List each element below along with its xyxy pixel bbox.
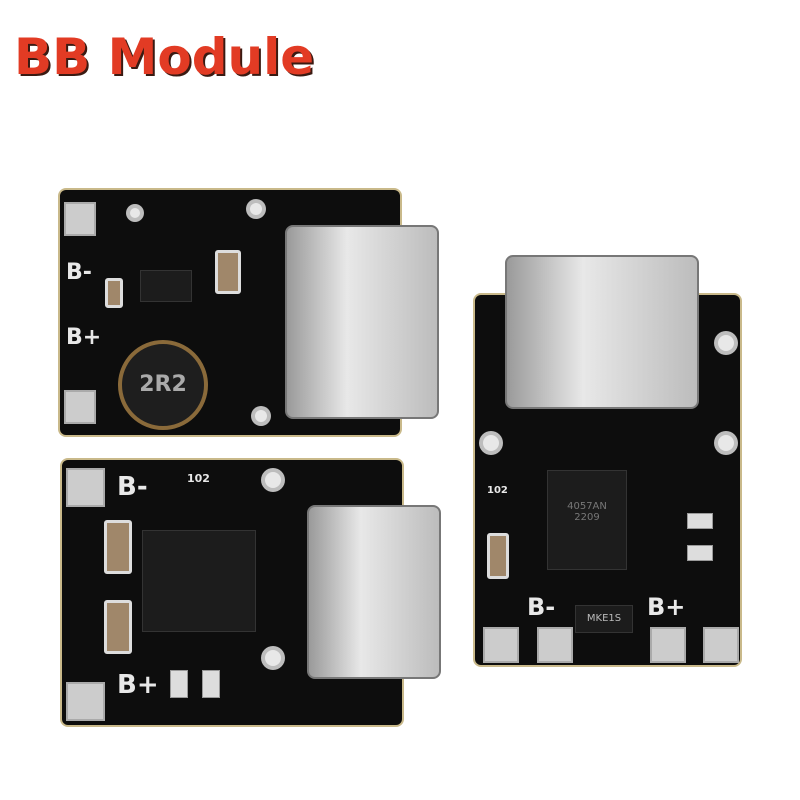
led — [202, 670, 220, 698]
charger-ic: 4057AN 2209 — [547, 470, 627, 570]
hole — [718, 335, 734, 351]
capacitor — [487, 533, 509, 579]
hole — [718, 435, 734, 451]
label-b-minus: B- — [117, 472, 148, 502]
solder-pad — [64, 202, 96, 236]
label-b-plus: B+ — [117, 670, 159, 700]
capacitor — [104, 600, 132, 654]
hole — [250, 203, 262, 215]
chip-date: 2209 — [574, 512, 600, 523]
hole — [265, 472, 281, 488]
micro-usb-connector — [307, 505, 441, 679]
boost-module-board: B- B+ 2R2 — [60, 190, 439, 435]
label-b-minus: B- — [66, 260, 92, 285]
solder-pad — [483, 627, 519, 663]
label-b-plus: B+ — [66, 325, 102, 350]
usb-c-connector — [505, 255, 699, 409]
solder-pad — [650, 627, 686, 663]
hole — [255, 410, 267, 422]
capacitor — [105, 278, 123, 308]
label-b-plus: B+ — [647, 593, 686, 621]
resistor-label: 102 — [487, 485, 508, 496]
title: BB Module — [14, 28, 315, 86]
hole — [130, 208, 140, 218]
mosfet: MKE1S — [575, 605, 633, 633]
solder-pad — [66, 682, 105, 721]
type-c-charger-board: 102 4057AN 2209 B- B+ MKE1S — [475, 255, 740, 665]
label-b-minus: B- — [527, 593, 556, 621]
charger-module-board: B- B+ 102 — [62, 460, 441, 725]
hole — [483, 435, 499, 451]
ic-chip — [142, 530, 256, 632]
led — [687, 545, 713, 561]
led — [170, 670, 188, 698]
capacitor — [104, 520, 132, 574]
led — [687, 513, 713, 529]
ic-chip — [140, 270, 192, 302]
hole — [265, 650, 281, 666]
chip-marking: 4057AN — [567, 501, 607, 512]
solder-pad — [66, 468, 105, 507]
resistor-label: 102 — [187, 472, 210, 485]
solder-pad — [537, 627, 573, 663]
solder-pad — [64, 390, 96, 424]
usb-c-connector — [285, 225, 439, 419]
capacitor — [215, 250, 241, 294]
inductor: 2R2 — [118, 340, 208, 430]
solder-pad — [703, 627, 739, 663]
